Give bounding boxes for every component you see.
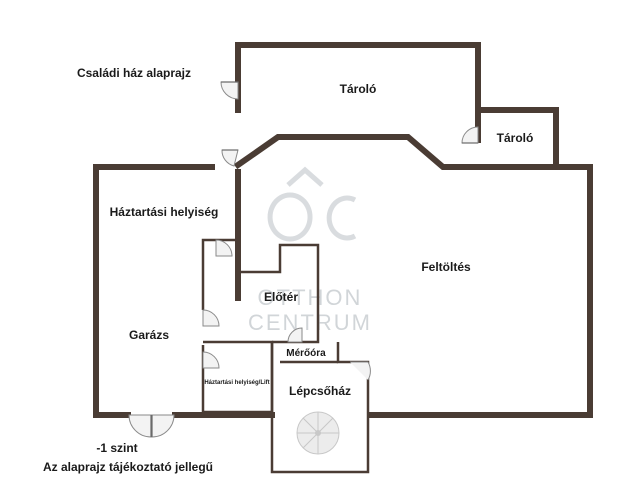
door-eloter-bottom (287, 327, 303, 343)
room-label-haztartasi: Háztartási helyiség (110, 205, 219, 219)
wall-left-outer (93, 164, 215, 418)
room-label-feltoltes: Feltöltés (421, 260, 471, 274)
door-garage-hall (202, 309, 220, 327)
wall-feltoltes-outer (367, 164, 593, 418)
door-haztartasi (221, 149, 239, 167)
walls (93, 42, 593, 474)
doors (128, 81, 479, 438)
room-label-lepcsohaz: Lépcsőház (289, 384, 351, 398)
wall-storage-inner (233, 134, 559, 170)
wall-storage-top (235, 42, 481, 113)
wall-eloter (238, 243, 320, 344)
watermark-roof-icon (286, 166, 324, 187)
watermark-line1: OTTHON (258, 285, 363, 310)
plan-title: Családi ház alaprajz (77, 66, 191, 80)
watermark-logo: OTTHON CENTRUM (248, 166, 372, 335)
door-storage-outer (220, 81, 239, 100)
wall-lift-room (201, 340, 274, 414)
wall-stairwell (270, 342, 370, 474)
disclaimer: Az alaprajz tájékoztató jellegű (43, 460, 213, 474)
room-label-eloter: Előtér (264, 290, 298, 304)
door-hall-top (215, 239, 233, 257)
wall-small-storage (475, 107, 593, 170)
room-label-taroló-small: Tároló (497, 131, 534, 145)
door-lift-room (202, 351, 220, 369)
level-label: -1 szint (96, 441, 137, 455)
door-stairwell (350, 361, 371, 381)
watermark-o-icon (267, 192, 313, 242)
room-label-meroora: Mérőóra (286, 348, 326, 359)
room-label-garazs: Garázs (129, 328, 169, 342)
watermark-c-icon (326, 195, 357, 241)
room-label-haztartasi-lift: Háztartási helyiség/Lift (204, 380, 269, 386)
watermark-line2: CENTRUM (248, 310, 372, 335)
room-label-taroló-large: Tároló (340, 82, 377, 96)
spiral-stair-icon (296, 411, 340, 455)
door-small-storage (461, 126, 479, 144)
door-garage-double (128, 414, 175, 438)
wall-hall-left (201, 238, 238, 310)
